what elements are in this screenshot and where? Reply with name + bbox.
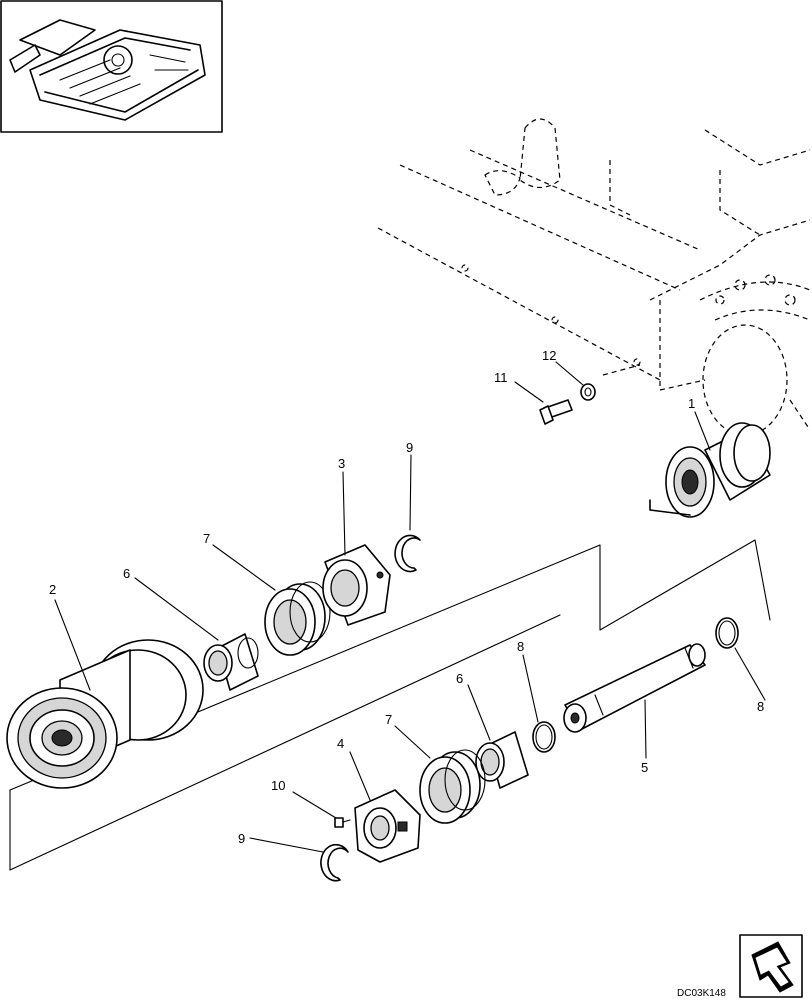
machine-locator-inset [0, 0, 223, 133]
callout-7-upper: 7 [203, 531, 210, 546]
bolt-part-11 [539, 399, 573, 425]
callout-7-lower: 7 [385, 712, 392, 727]
exploded-boundary-lines [9, 539, 771, 871]
callout-9-upper: 9 [406, 440, 413, 455]
drawing-code: DC03K148 [677, 988, 726, 999]
callout-5: 5 [641, 760, 648, 775]
track-roller-assembly-installed [649, 422, 771, 518]
callout-10: 10 [271, 778, 285, 793]
washer-part-12 [580, 383, 596, 401]
snap-ring-part-9-upper [394, 534, 421, 573]
callout-6-lower: 6 [456, 671, 463, 686]
callout-labels: 1 2 3 4 5 6 6 7 7 8 8 9 9 10 11 12 [49, 348, 764, 846]
track-frame-outline [377, 118, 811, 436]
bushing-part-6-lower [475, 731, 529, 789]
callout-3: 3 [338, 456, 345, 471]
callout-2: 2 [49, 582, 56, 597]
callout-12: 12 [542, 348, 556, 363]
callout-8-right: 8 [757, 699, 764, 714]
callout-6-upper: 6 [123, 566, 130, 581]
callout-8-left: 8 [517, 639, 524, 654]
bushing-part-6-upper [203, 633, 259, 691]
o-ring-part-8-right [715, 617, 739, 649]
roller-body-part-2 [6, 639, 204, 789]
callout-11: 11 [494, 370, 508, 385]
seal-part-7-upper [264, 581, 331, 656]
callout-1: 1 [688, 396, 695, 411]
bracket-part-3 [322, 544, 391, 626]
next-page-arrow-icon[interactable] [739, 934, 803, 998]
bracket-part-4 [354, 789, 421, 863]
snap-ring-part-9-lower [320, 843, 349, 882]
callout-9-lower: 9 [238, 831, 245, 846]
grease-fitting-part-10 [334, 817, 351, 828]
seal-part-7-lower [419, 749, 486, 824]
leader-lines [54, 361, 766, 853]
callout-4: 4 [337, 736, 344, 751]
o-ring-part-8-left [532, 721, 556, 753]
shaft-part-5 [563, 643, 706, 733]
